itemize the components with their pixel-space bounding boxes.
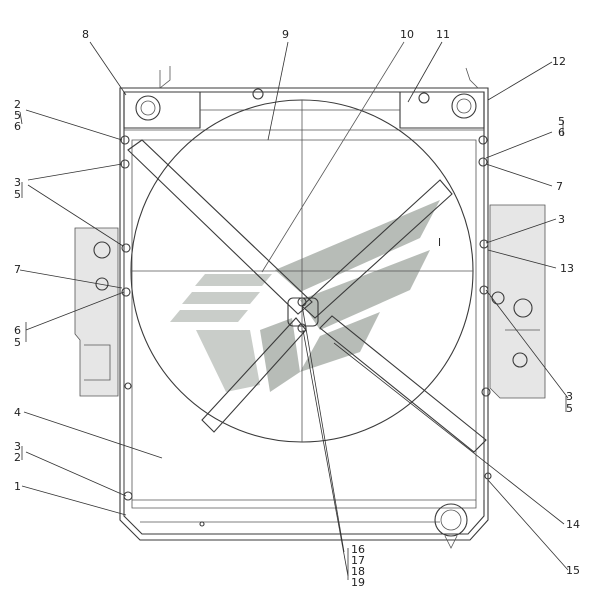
diagonal-braces <box>127 41 487 453</box>
callout-11: 11 <box>436 28 450 41</box>
right-mounting-bracket <box>489 204 546 399</box>
callout-14: 14 <box>566 518 580 531</box>
callout-18: 18 <box>351 565 365 578</box>
callout-7: 7 <box>14 263 21 276</box>
top-tank <box>123 66 485 129</box>
callout-13: 13 <box>560 262 574 275</box>
callout-9: 9 <box>282 28 289 41</box>
callout-16: 16 <box>351 543 365 556</box>
callout-5: 5 <box>14 109 21 122</box>
watermark-logo <box>170 200 440 392</box>
callout-6: 6 <box>14 324 21 337</box>
callout-12: 12 <box>552 55 566 68</box>
callout-3: 3 <box>558 213 565 226</box>
callout-6: 6 <box>14 120 21 133</box>
callout-5: 5 <box>14 188 21 201</box>
callout-3: 3 <box>566 390 573 403</box>
callout-4: 4 <box>14 406 21 419</box>
bottom-tank <box>140 503 468 549</box>
callout-2: 2 <box>14 98 21 111</box>
callout-3: 3 <box>14 176 21 189</box>
callout-17: 17 <box>351 554 365 567</box>
annotation-l: l <box>438 236 441 249</box>
left-mounting-bracket <box>74 227 119 397</box>
callout-8: 8 <box>82 28 89 41</box>
callout-5: 5 <box>566 402 573 415</box>
callout-2: 2 <box>14 451 21 464</box>
callout-19: 19 <box>351 576 365 589</box>
callout-7: 7 <box>556 180 563 193</box>
callout-15: 15 <box>566 564 580 577</box>
callout-5: 5 <box>558 115 565 128</box>
callout-10: 10 <box>400 28 414 41</box>
fan-shroud <box>130 99 474 443</box>
callout-6: 6 <box>558 126 565 139</box>
callout-3: 3 <box>14 440 21 453</box>
leader-lines <box>19 41 569 580</box>
callout-1: 1 <box>14 480 21 493</box>
callout-5: 5 <box>14 336 21 349</box>
callout-labels: 1 2 5 6 3 5 7 6 5 4 3 2 8 9 10 11 12 5 6… <box>14 28 580 589</box>
